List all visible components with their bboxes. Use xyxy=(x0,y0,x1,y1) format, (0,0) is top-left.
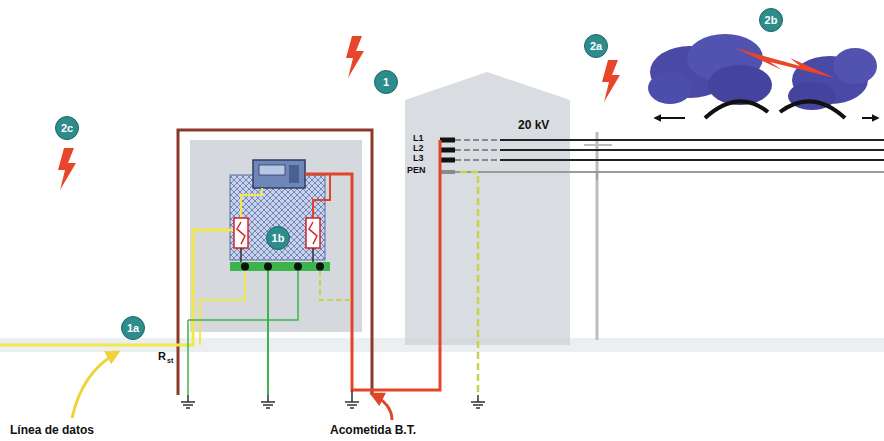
phase-line xyxy=(455,139,500,141)
building-interior xyxy=(190,140,362,332)
earth-electrode xyxy=(261,395,275,408)
callout-number: 1b xyxy=(266,226,290,250)
transformer-building xyxy=(405,72,570,345)
earth-conductor xyxy=(187,320,189,395)
wave-arrow xyxy=(862,117,878,119)
bar-terminal xyxy=(264,263,272,271)
earth-electrode xyxy=(345,390,359,408)
bushing xyxy=(440,148,455,153)
earth-electrode xyxy=(471,395,485,408)
cloud-to-cloud-lightning xyxy=(735,48,835,78)
lightning-bolt xyxy=(346,36,364,78)
callout-number: 1a xyxy=(121,316,145,340)
overhead-lines xyxy=(440,140,884,395)
voltage-label: 20 kV xyxy=(518,119,549,132)
wave-arrow xyxy=(655,117,685,119)
phase-line xyxy=(500,149,884,151)
bar-terminal xyxy=(316,263,324,271)
pointer-arrow xyxy=(372,394,392,420)
arrester-lead xyxy=(240,248,242,262)
resistance-symbol: R xyxy=(158,350,166,362)
field-arc xyxy=(780,101,845,118)
conductor-name: PEN xyxy=(407,166,426,176)
building-outline xyxy=(178,130,372,395)
callout-number: 2c xyxy=(55,116,79,140)
power-wire xyxy=(313,174,330,218)
part-name: Acometida B.T. xyxy=(330,424,416,437)
callout-text: 1b xyxy=(272,233,285,244)
equipotential-bar xyxy=(230,262,330,271)
callout-text: 1a xyxy=(127,323,139,334)
conductor-name: L2 xyxy=(413,144,424,154)
data-line xyxy=(241,188,262,218)
callout-number: 1 xyxy=(374,70,398,94)
phase-line xyxy=(455,149,500,151)
thunder-clouds xyxy=(648,34,878,118)
phase-line xyxy=(500,159,884,161)
callout-number: 2b xyxy=(759,8,783,32)
surge-arrester xyxy=(234,218,248,248)
conductor-name: L3 xyxy=(413,154,424,164)
arrester-symbol xyxy=(309,222,317,244)
earth-conductor xyxy=(267,271,269,395)
pen-line xyxy=(455,171,884,173)
bar-terminal xyxy=(241,263,324,271)
arrester-lead xyxy=(312,248,314,262)
pen-bond xyxy=(320,271,352,300)
conductor-name: L1 xyxy=(413,134,424,144)
callout-text: 1 xyxy=(383,77,389,88)
lightning-bolt xyxy=(602,60,620,102)
line-pole xyxy=(584,132,612,340)
pole-shaft xyxy=(596,132,599,340)
phase-line xyxy=(455,159,500,161)
earth-conductor xyxy=(188,271,298,320)
pen-earth-wire xyxy=(460,172,478,395)
part-name: Línea de datos xyxy=(10,424,94,437)
pole-crossarm xyxy=(584,144,612,146)
phase-line xyxy=(500,139,884,141)
pole-drop xyxy=(596,172,598,180)
field-arc xyxy=(705,101,768,118)
cloud xyxy=(708,65,772,105)
callout-text: 2c xyxy=(61,123,73,134)
bar-terminal xyxy=(241,263,249,271)
equipment-panel xyxy=(289,165,299,183)
arrester-symbol xyxy=(237,222,245,244)
bushing xyxy=(440,158,455,163)
cloud xyxy=(833,48,877,84)
bar-terminal xyxy=(294,263,302,271)
bushing xyxy=(440,138,455,143)
resistance-subscript: st xyxy=(167,357,173,365)
bushing xyxy=(440,170,455,174)
earth-electrode xyxy=(181,390,485,408)
cloud xyxy=(648,72,692,104)
callout-number: 2a xyxy=(584,34,608,58)
earth-electrode xyxy=(181,395,195,408)
shield-bond xyxy=(200,271,245,345)
pointer-arrow xyxy=(72,352,118,418)
callout-text: 2b xyxy=(765,15,778,26)
surge-arrester xyxy=(306,218,320,248)
callout-text: 2a xyxy=(590,41,602,52)
data-line xyxy=(0,230,234,345)
equipment-screen xyxy=(259,165,285,175)
lightning-bolt xyxy=(58,148,76,190)
equipment xyxy=(253,160,305,188)
